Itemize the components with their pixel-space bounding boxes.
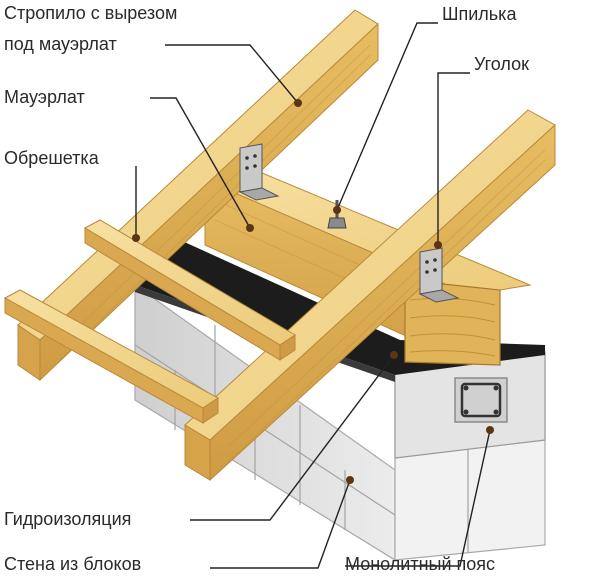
monolithic-belt [394,351,546,459]
leader-monolithic-belt [345,429,491,567]
leader-stud [336,22,438,211]
label-monolithic-belt: Монолитный пояс [345,554,496,574]
label-angle: Уголок [474,54,530,74]
leader-mauerlat [150,97,251,229]
label-rafter-line1: Стропило с вырезом [4,3,178,23]
leader-waterproofing [190,354,395,521]
leader-block-wall [210,479,351,569]
label-waterproofing: Гидроизоляция [4,509,132,529]
dot-rafter [294,99,302,107]
label-block-wall: Стена из блоков [4,554,142,574]
dot-block-wall [346,476,354,484]
label-stud: Шпилька [442,4,517,24]
lathing-battens [3,219,296,424]
dot-monolithic-belt [486,426,494,434]
leader-angle [437,72,470,245]
angle-bracket-back [238,143,280,201]
angle-bracket-front [418,247,460,303]
leader-rafter [165,44,299,104]
label-rafter-line2: под мауэрлат [4,34,117,54]
leader-dots [132,99,494,484]
rafter-back [17,9,379,382]
dot-lathing [132,234,140,242]
dot-angle [434,241,442,249]
label-mauerlat: Мауэрлат [4,87,85,107]
dot-waterproofing [390,351,398,359]
label-lathing: Обрешетка [4,148,99,168]
dot-stud [333,206,341,214]
leader-lines [135,22,491,569]
dot-mauerlat [246,224,254,232]
mauerlat-beam [203,169,532,366]
